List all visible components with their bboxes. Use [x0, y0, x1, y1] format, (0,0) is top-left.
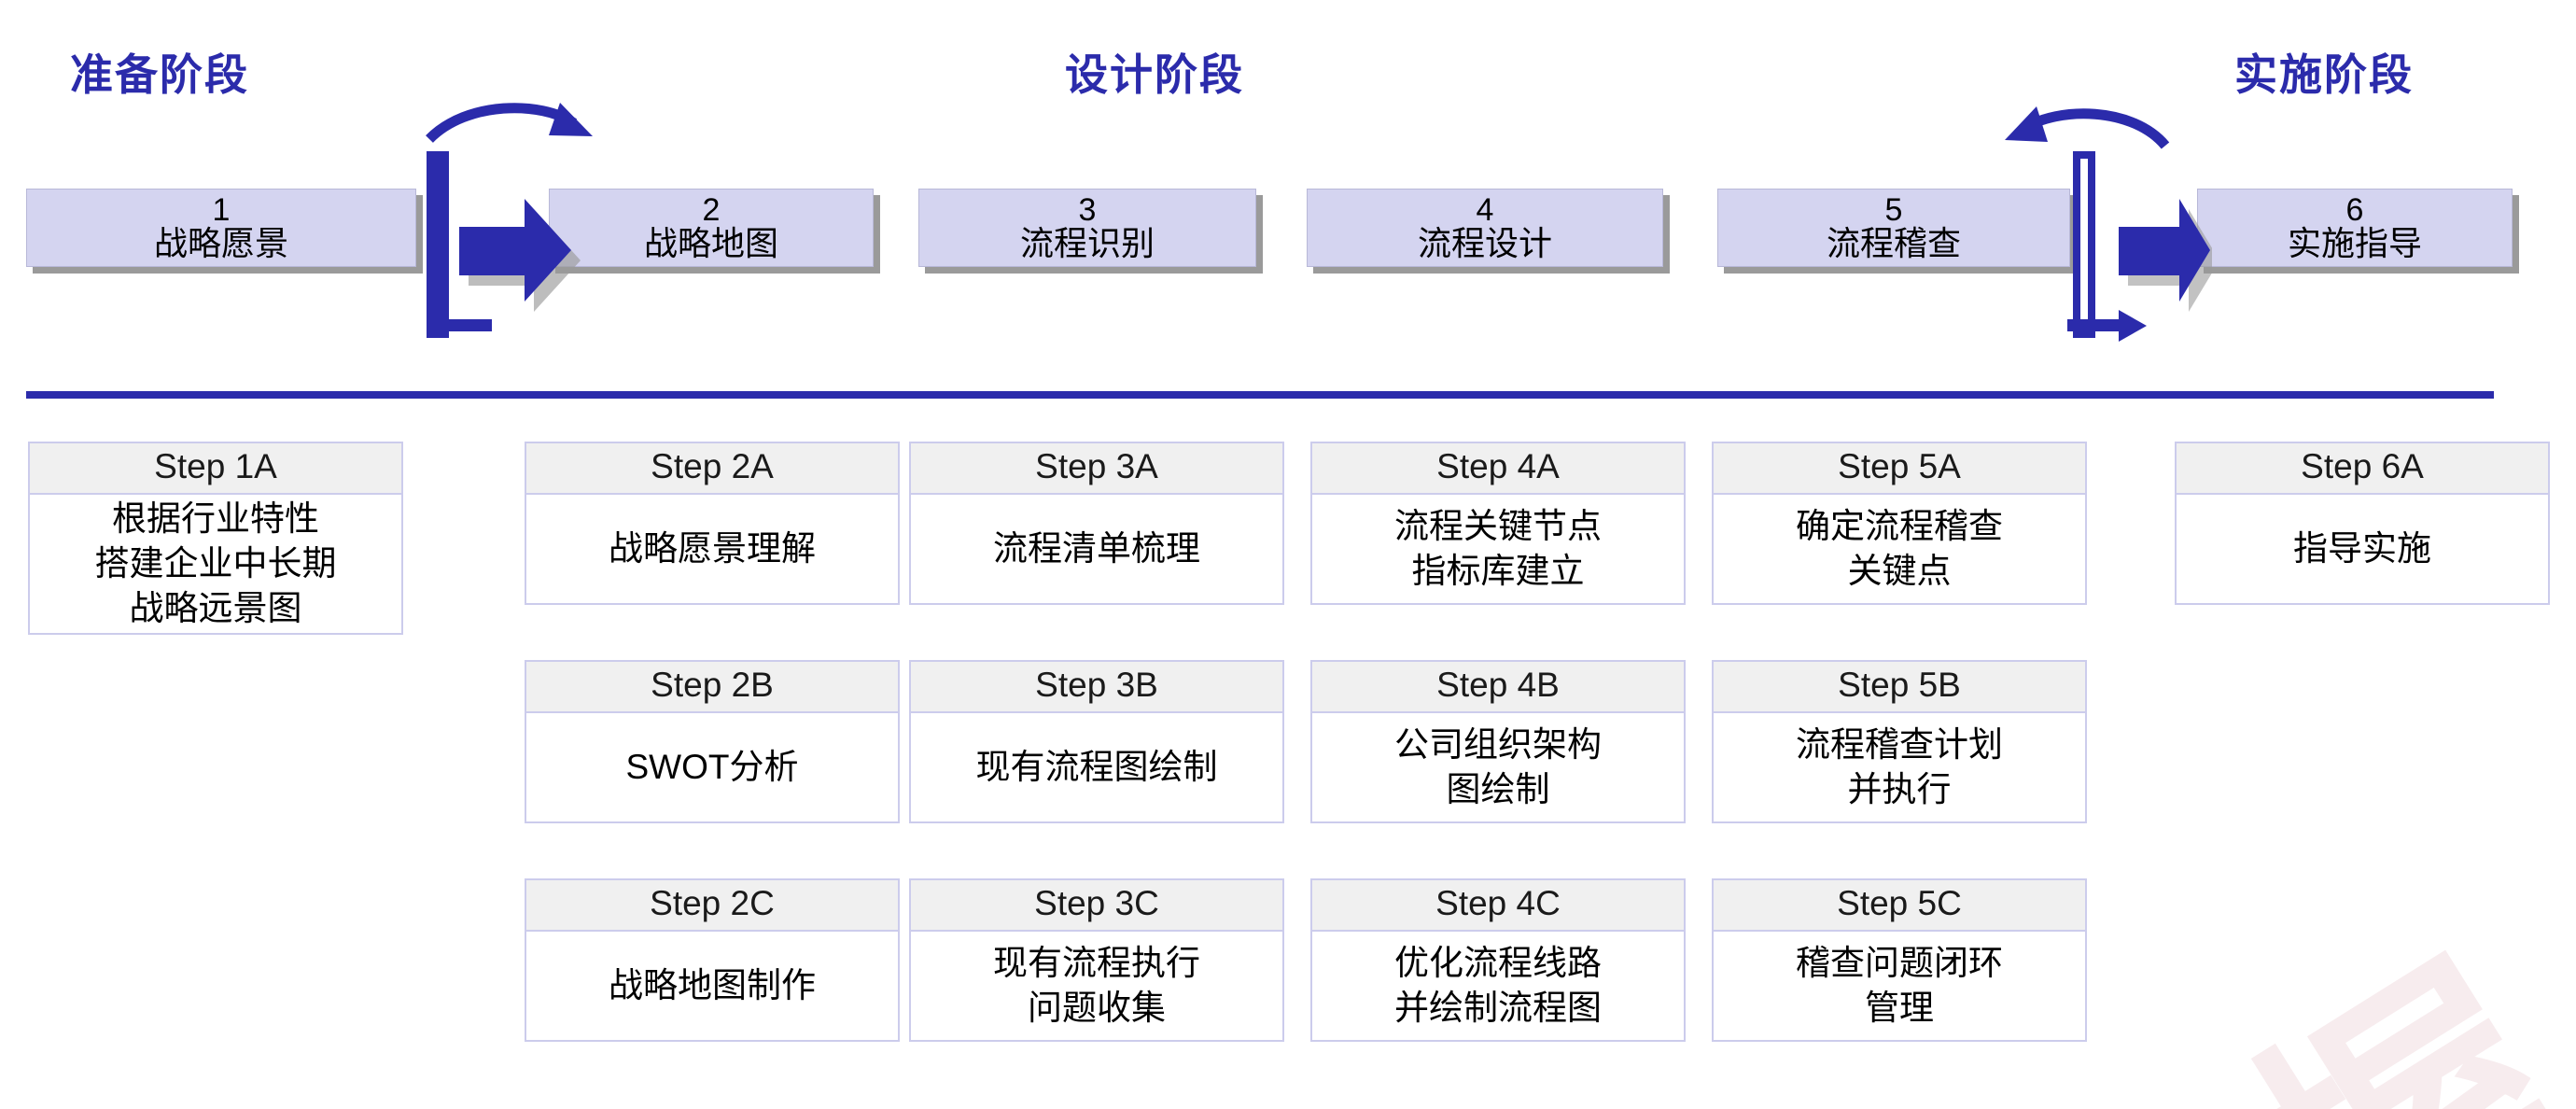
- step-card-3b[interactable]: Step 3B 现有流程图绘制: [909, 660, 1284, 823]
- stage-number: 2: [702, 191, 721, 228]
- step-card-3a[interactable]: Step 3A 流程清单梳理: [909, 442, 1284, 605]
- stage-box-3[interactable]: 3 流程识别: [918, 189, 1256, 267]
- step-card-body: 公司组织架构 图绘制: [1394, 724, 1602, 808]
- step-card-header: Step 5A: [1714, 443, 2085, 495]
- step-card-4a[interactable]: Step 4A 流程关键节点 指标库建立: [1310, 442, 1686, 605]
- bracket-stem: [427, 151, 449, 338]
- step-card-3c[interactable]: Step 3C 现有流程执行 问题收集: [909, 878, 1284, 1042]
- step-card-2b[interactable]: Step 2B SWOT分析: [525, 660, 900, 823]
- phase-heading-prep: 准备阶段: [70, 50, 249, 99]
- stage-title: 流程稽查: [1826, 224, 1961, 263]
- step-card-body: 流程关键节点 指标库建立: [1394, 506, 1602, 590]
- step-card-header: Step 4C: [1312, 880, 1684, 932]
- stage-box-6[interactable]: 6 实施指导: [2197, 189, 2513, 267]
- step-card-body: 确定流程稽查 关键点: [1796, 506, 2003, 590]
- stage-title: 流程识别: [1019, 224, 1155, 263]
- stage-title: 实施指导: [2287, 224, 2422, 263]
- stage-box-2[interactable]: 2 战略地图: [549, 189, 874, 267]
- step-card-body: 指导实施: [2293, 528, 2431, 568]
- step-card-body: 优化流程线路 并绘制流程图: [1394, 943, 1602, 1027]
- stage-title: 战略愿景: [153, 224, 288, 263]
- bracket-foot-arrowhead: [2119, 310, 2147, 342]
- step-card-body: 战略地图制作: [609, 965, 816, 1004]
- step-card-header: Step 3A: [911, 443, 1282, 495]
- step-card-6a[interactable]: Step 6A 指导实施: [2175, 442, 2550, 605]
- step-card-header: Step 2C: [526, 880, 898, 932]
- step-card-header: Step 4B: [1312, 662, 1684, 713]
- bracket-foot: [2067, 319, 2128, 331]
- step-card-4b[interactable]: Step 4B 公司组织架构 图绘制: [1310, 660, 1686, 823]
- step-card-5a[interactable]: Step 5A 确定流程稽查 关键点: [1712, 442, 2087, 605]
- stage-title: 流程设计: [1417, 224, 1552, 263]
- stage-box-5[interactable]: 5 流程稽查: [1717, 189, 2070, 267]
- step-card-header: Step 3B: [911, 662, 1282, 713]
- step-card-body: 现有流程图绘制: [975, 747, 1218, 786]
- stage-box-4[interactable]: 4 流程设计: [1307, 189, 1663, 267]
- horizontal-divider: [26, 391, 2494, 399]
- bracket-foot: [427, 319, 492, 331]
- phase-heading-design: 设计阶段: [1065, 50, 1244, 99]
- step-card-body: 根据行业特性 搭建企业中长期 战略远景图: [94, 498, 337, 628]
- step-card-header: Step 6A: [2177, 443, 2548, 495]
- bracket-outline-right: [432, 158, 443, 331]
- curved-arrow-path: [2021, 108, 2170, 149]
- stage-number: 4: [1476, 191, 1494, 228]
- curved-arrow-head: [549, 103, 593, 136]
- stage-box-1[interactable]: 1 战略愿景: [26, 189, 416, 267]
- stage-number: 3: [1078, 191, 1097, 228]
- step-card-2c[interactable]: Step 2C 战略地图制作: [525, 878, 900, 1042]
- step-card-body: SWOT分析: [625, 747, 799, 786]
- step-card-5b[interactable]: Step 5B 流程稽查计划 并执行: [1712, 660, 2087, 823]
- stage-title: 战略地图: [643, 224, 778, 263]
- curved-arrow-path: [426, 103, 578, 143]
- step-card-header: Step 4A: [1312, 443, 1684, 495]
- stage-number: 6: [2345, 191, 2364, 228]
- step-card-header: Step 5B: [1714, 662, 2085, 713]
- step-card-1a[interactable]: Step 1A 根据行业特性 搭建企业中长期 战略远景图: [28, 442, 403, 635]
- step-card-5c[interactable]: Step 5C 稽查问题闭环 管理: [1712, 878, 2087, 1042]
- step-card-header: Step 2B: [526, 662, 898, 713]
- step-card-2a[interactable]: Step 2A 战略愿景理解: [525, 442, 900, 605]
- step-card-4c[interactable]: Step 4C 优化流程线路 并绘制流程图: [1310, 878, 1686, 1042]
- step-card-body: 流程稽查计划 并执行: [1796, 724, 2003, 808]
- curved-arrow-head: [2005, 106, 2048, 142]
- step-card-body: 战略愿景理解: [609, 528, 816, 568]
- step-card-header: Step 3C: [911, 880, 1282, 932]
- bracket-stem: [2073, 151, 2095, 338]
- step-card-body: 稽查问题闭环 管理: [1796, 943, 2003, 1027]
- step-card-header: Step 5C: [1714, 880, 2085, 932]
- bracket-outline-left: [432, 158, 490, 331]
- step-card-header: Step 2A: [526, 443, 898, 495]
- phase-heading-implement: 实施阶段: [2234, 50, 2414, 99]
- step-card-header: Step 1A: [30, 443, 401, 495]
- step-card-body: 现有流程执行 问题收集: [993, 943, 1200, 1027]
- step-card-body: 流程清单梳理: [993, 528, 1200, 568]
- stage-number: 5: [1884, 191, 1903, 228]
- stage-number: 1: [212, 191, 231, 228]
